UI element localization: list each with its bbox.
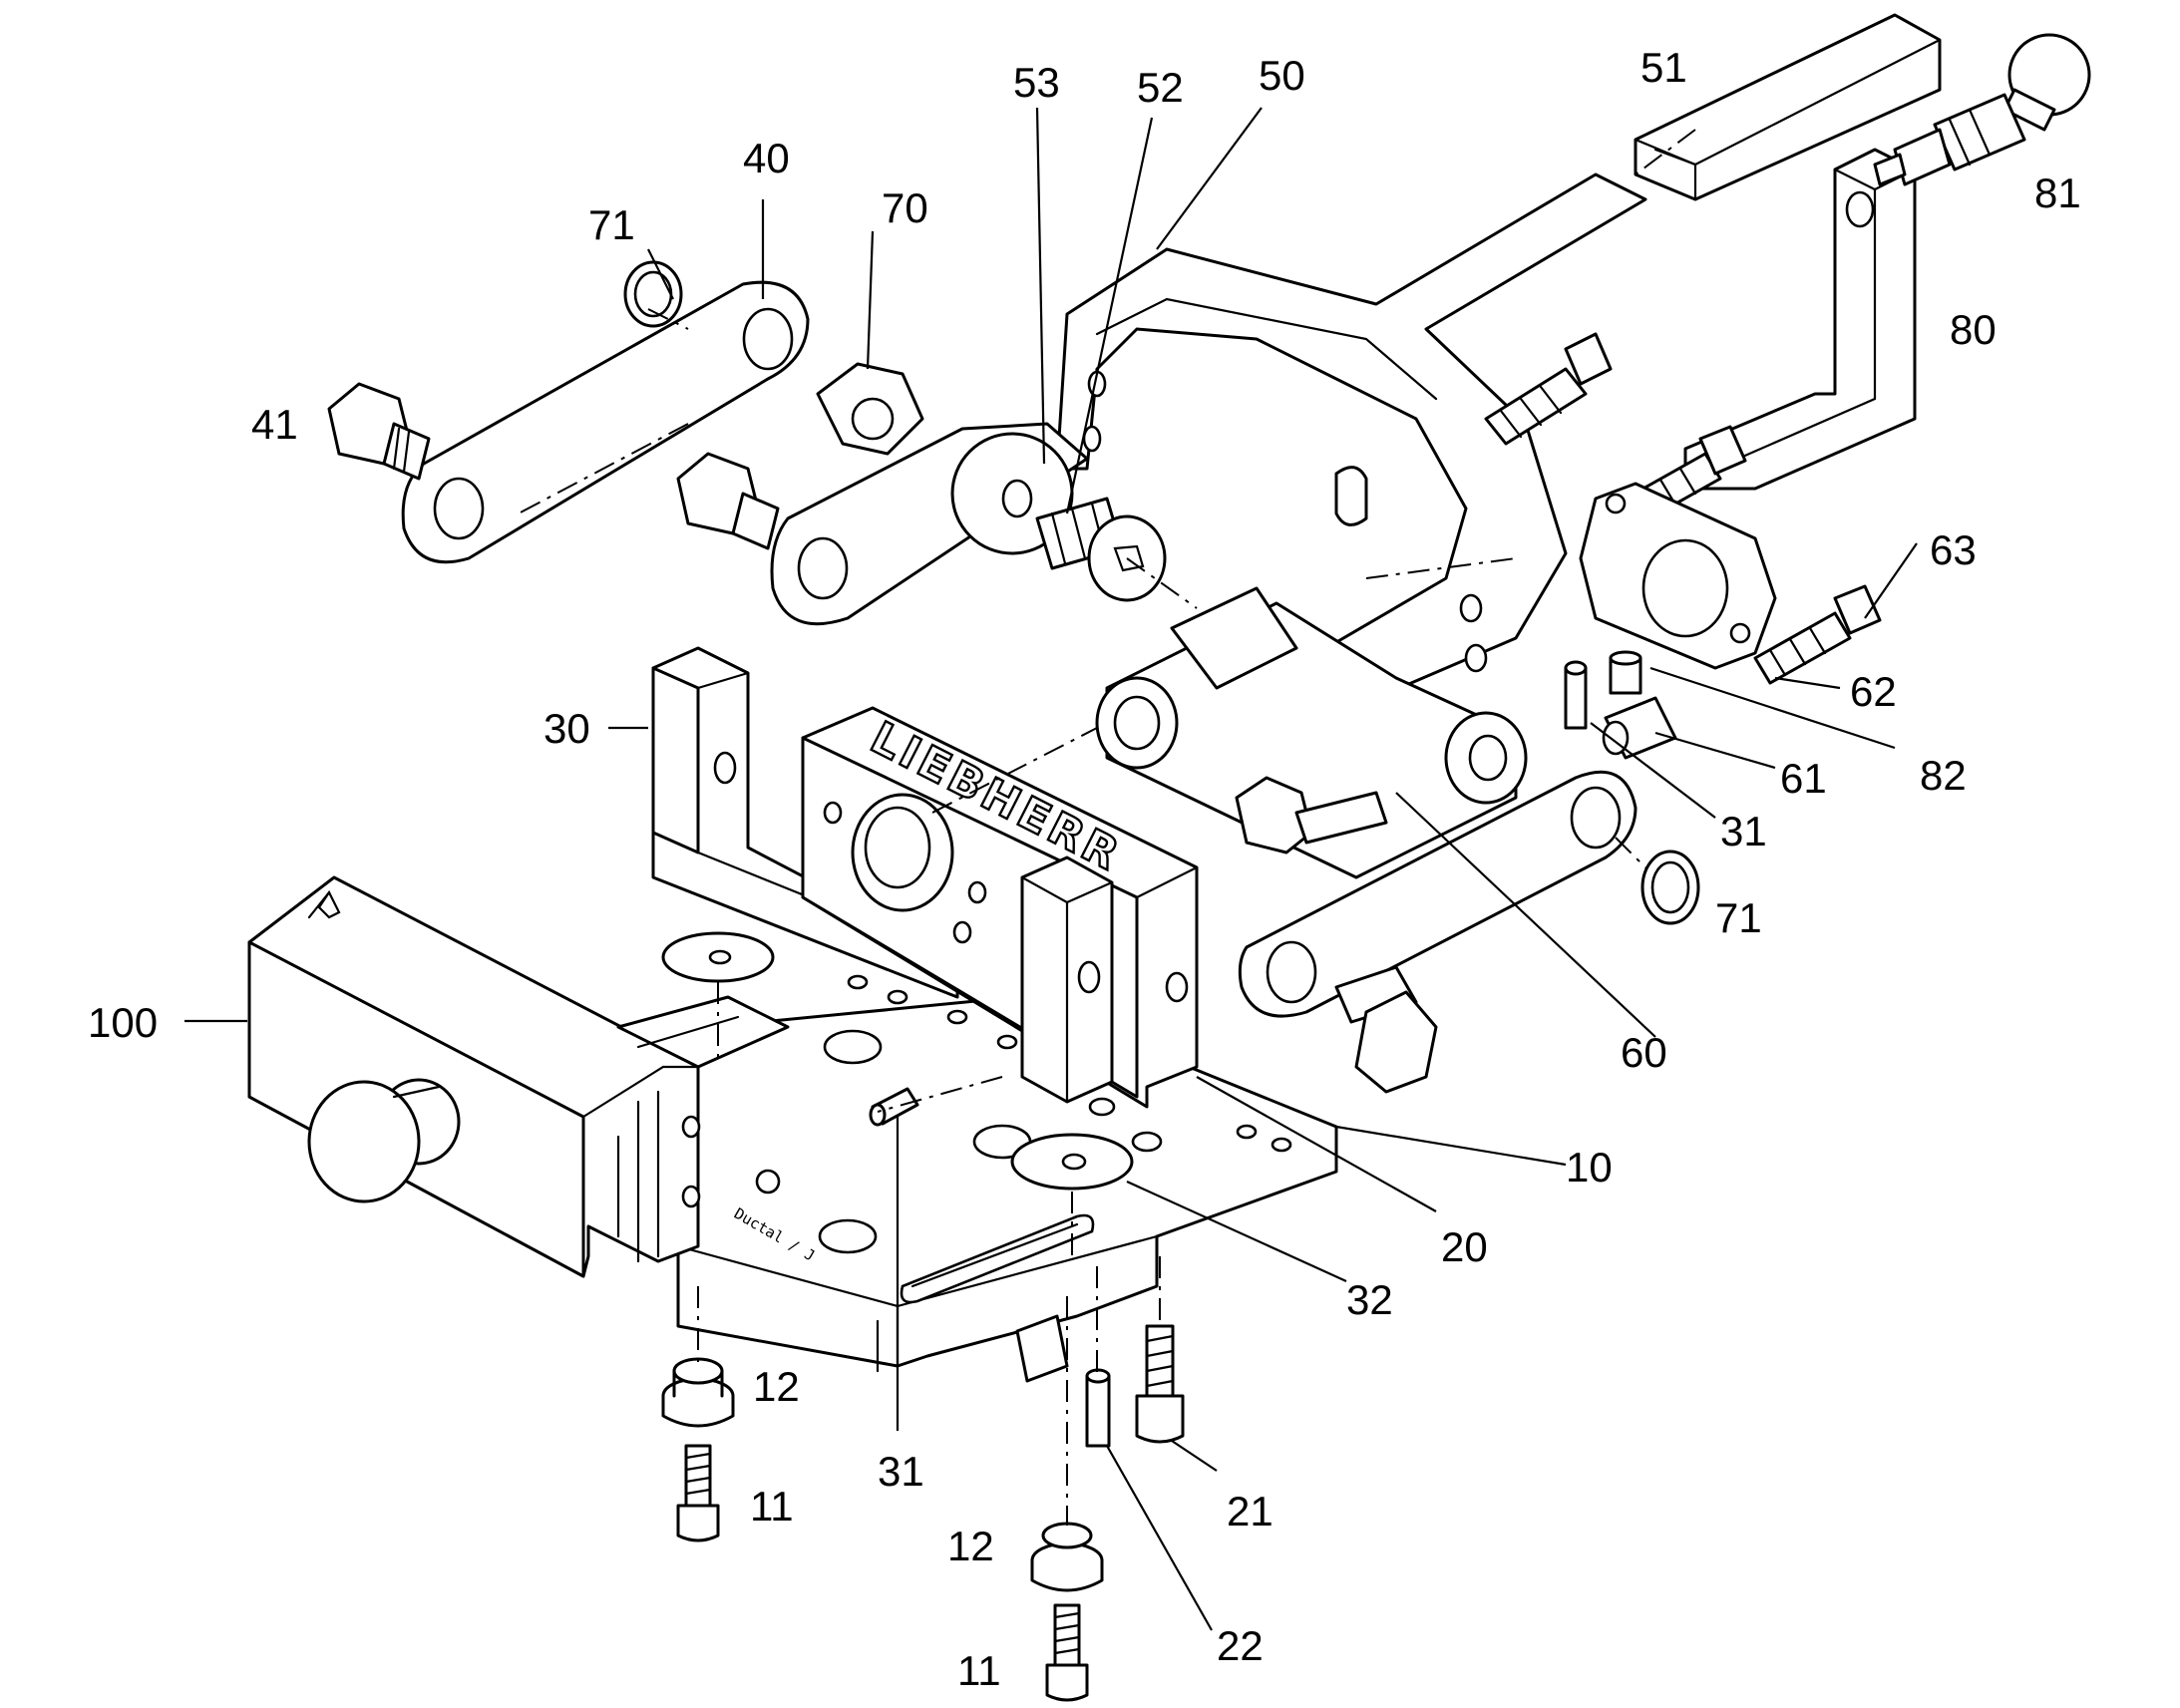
assembly-axes [518,129,1696,1526]
flange-plate [1579,482,1777,670]
bolt-lower [1334,965,1438,1094]
flange-nut-12-left [661,1357,735,1428]
screw-11-right [1045,1603,1089,1702]
washer-53 [950,432,1074,555]
callout-label: 11 [957,1647,1001,1694]
pin-31-upper [1564,660,1588,730]
washer-32 [1010,1133,1134,1191]
callout-label: 12 [753,1363,800,1410]
bushing-61 [1602,696,1677,760]
callout-label: 60 [1621,1029,1667,1076]
grub-screw-82 [1609,650,1642,695]
callout-label: 12 [947,1523,994,1569]
callout-label: 70 [882,184,928,231]
link-plate-lower [1238,770,1637,1018]
callout-label: 52 [1137,64,1184,111]
leader-lines [184,107,1918,1631]
callout-label: 50 [1259,52,1305,99]
callout-label: 32 [1346,1276,1393,1323]
callout-label: 100 [88,999,158,1046]
retaining-ring-upper [623,260,683,328]
pin-31-lower [869,1087,919,1127]
pin-22 [1085,1368,1111,1448]
cap-screw-52 [1035,497,1167,602]
callout-label: 63 [1930,526,1977,573]
mounting-bracket [1683,148,1917,491]
callout-label: 31 [878,1448,924,1495]
right-clamp-jaw [1020,855,1114,1104]
callout-label: 71 [588,201,635,248]
callout-label: 82 [1920,752,1967,799]
callout-label: 30 [544,705,590,752]
callout-label: 10 [1566,1144,1613,1191]
screw-63 [1753,584,1882,685]
swing-arm-frame [1055,172,1647,700]
callout-label: 31 [1720,808,1767,854]
bolt-41 [327,382,431,481]
callout-label: 21 [1227,1488,1273,1535]
callout-labels: 53 52 50 51 81 40 70 71 41 80 63 62 82 6… [88,44,2081,1694]
callout-label: 11 [750,1483,794,1530]
screw-21 [1135,1324,1185,1444]
bolt-mid [676,452,780,550]
base-plate: Ductal / J [606,974,1338,1373]
washer-upper [661,931,775,983]
callout-label: 22 [1217,1622,1264,1669]
callout-label: 61 [1780,755,1827,802]
lock-nut-70 [816,362,924,456]
callout-label: 62 [1850,668,1897,715]
screw-11-left [676,1444,720,1542]
callout-label: 80 [1950,306,1997,353]
sleeve-lower [1015,1314,1069,1383]
gripper-housing [247,875,790,1278]
callout-label: 20 [1441,1223,1488,1270]
link-plate-40 [401,280,810,564]
bolt-left-roller [1235,776,1388,854]
flange-nut-12-right [1030,1522,1104,1592]
callout-label: 40 [743,135,790,181]
callout-label: 53 [1013,59,1060,106]
callout-label: 41 [251,401,298,448]
retaining-ring-lower [1640,850,1700,925]
callout-label: 51 [1640,44,1687,91]
index-plunger [1873,33,2091,186]
callout-label: 71 [1715,894,1762,941]
screw-upper-right [1484,332,1613,446]
callout-label: 81 [2034,170,2081,216]
